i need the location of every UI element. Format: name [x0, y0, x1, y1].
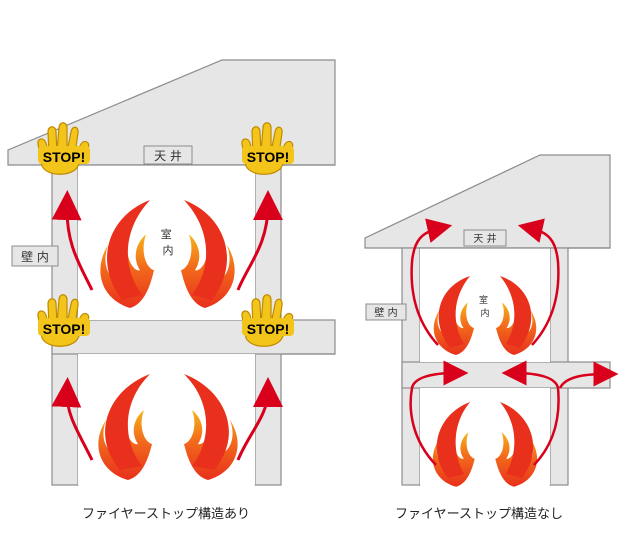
arrow-icon	[558, 361, 619, 389]
wall-label-left: 壁 内	[21, 249, 49, 264]
caption-without-firestop: ファイヤーストップ構造なし	[395, 507, 563, 522]
flame-icon	[100, 200, 235, 308]
arrow-icon	[236, 377, 283, 461]
hand-stop-icon: STOP!	[37, 122, 91, 175]
arrow-icon	[51, 377, 94, 461]
hand-stop-icon: STOP!	[241, 122, 295, 175]
ceiling-label-right: 天 井	[473, 232, 496, 245]
house-without-firestop: 天 井 壁 内 室 内	[364, 154, 619, 487]
room-label-upper-right: 室 内	[479, 294, 491, 319]
arrow-icon	[51, 190, 94, 291]
flame-icon	[98, 374, 238, 480]
svg-text:STOP!: STOP!	[247, 149, 290, 165]
arrow-icon	[236, 190, 283, 291]
house-with-firestop: 天 井 壁 内 室 内 STOP!	[7, 59, 336, 486]
svg-text:STOP!: STOP!	[247, 321, 290, 337]
hand-stop-icon: STOP!	[37, 294, 91, 347]
wall-label-right: 壁 内	[374, 306, 397, 319]
room-label-upper-left: 室 内	[161, 227, 176, 257]
caption-with-firestop: ファイヤーストップ構造あり	[82, 507, 250, 522]
ceiling-label-left: 天 井	[154, 149, 182, 163]
flame-icon	[432, 402, 538, 487]
arrow-icon	[517, 218, 560, 346]
svg-text:STOP!: STOP!	[43, 321, 86, 337]
flame-icon	[433, 276, 537, 355]
arrow-icon	[409, 360, 469, 466]
svg-text:STOP!: STOP!	[43, 149, 86, 165]
hand-stop-icon: STOP!	[241, 294, 295, 347]
arrow-icon	[410, 218, 453, 346]
arrow-icon	[501, 360, 560, 466]
